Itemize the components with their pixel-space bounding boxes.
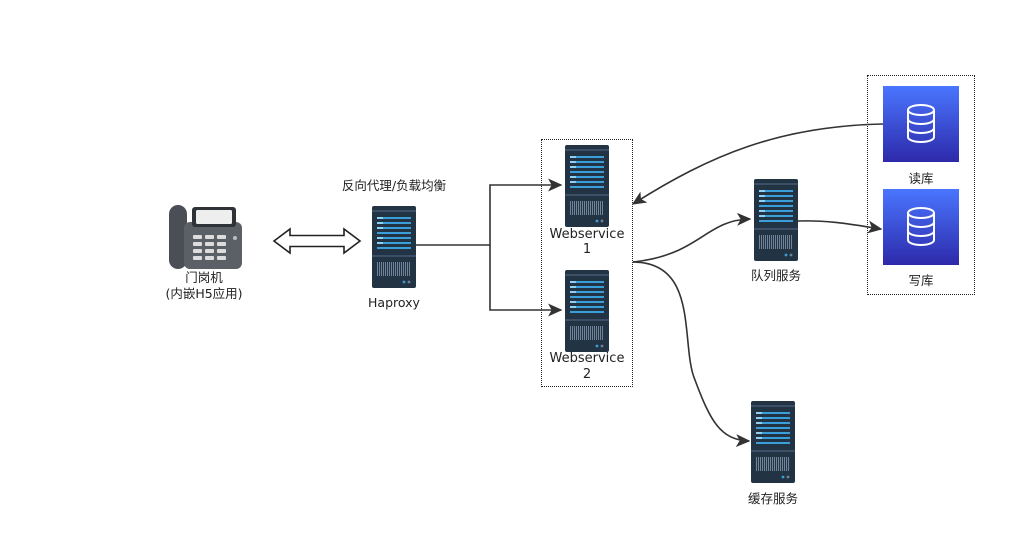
haproxy-to-ws1-connector: [416, 178, 563, 246]
desk-phone-icon: [169, 205, 242, 269]
database-cluster-frame: [867, 75, 975, 295]
ws-to-queue-connector: [632, 212, 752, 263]
read-db-icon: [882, 85, 960, 163]
webservice-1-server-icon: [565, 145, 609, 227]
write-db-label: 写库: [908, 273, 934, 288]
webservice-1-label-line2: 1: [582, 242, 592, 257]
haproxy-to-ws2-connector: [489, 245, 563, 317]
bidirectional-arrow: [272, 227, 362, 255]
webservice-1-label-line1: Webservice: [549, 227, 625, 242]
webservice-2-server-icon: [565, 270, 609, 352]
readdb-to-ws1-connector: [631, 123, 884, 205]
webservice-2-label-line1: Webservice: [549, 351, 625, 366]
webservice-cluster-frame: [541, 139, 633, 387]
haproxy-caption-label: 反向代理/负载均衡: [341, 178, 447, 193]
cache-server-icon: [751, 401, 795, 483]
queue-server-icon: [754, 179, 798, 261]
read-db-label: 读库: [908, 171, 934, 186]
ws-to-cache-connector: [632, 261, 751, 448]
webservice-2-label-line2: 2: [582, 367, 592, 382]
phone-name-label: 门岗机: [185, 270, 223, 285]
queue-to-writedb-connector: [797, 220, 883, 234]
haproxy-server-icon: [372, 206, 416, 288]
cache-service-label: 缓存服务: [747, 491, 798, 506]
queue-service-label: 队列服务: [750, 268, 801, 283]
write-db-icon: [882, 188, 960, 266]
haproxy-name-label: Haproxy: [368, 295, 420, 310]
phone-sub-label: (内嵌H5应用): [165, 286, 243, 301]
